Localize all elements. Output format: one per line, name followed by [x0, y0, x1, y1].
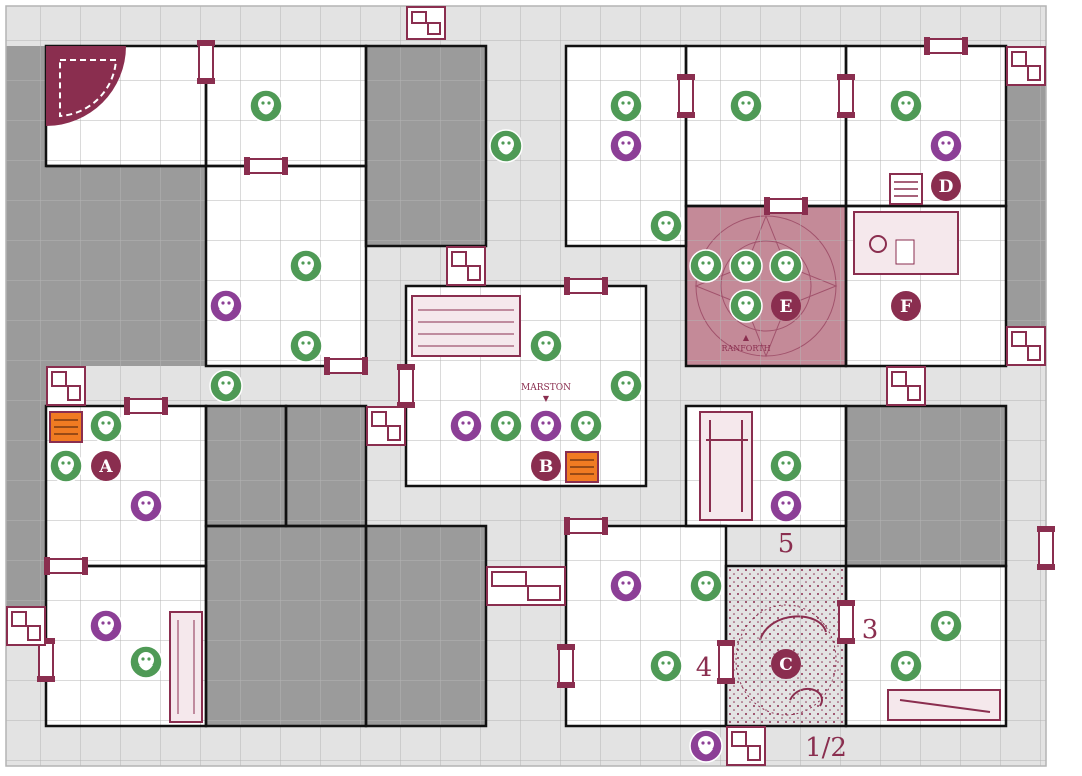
svg-text:C: C: [779, 655, 793, 675]
ogre-token-icon[interactable]: [609, 569, 643, 603]
goblin-token-icon[interactable]: [489, 129, 523, 163]
ogre-token-icon[interactable]: [689, 729, 723, 763]
goblin-token-icon[interactable]: [689, 569, 723, 603]
goblin-token-icon[interactable]: [649, 649, 683, 683]
svg-text:D: D: [939, 177, 954, 197]
ogre-token-icon[interactable]: [89, 609, 123, 643]
door-icon[interactable]: [837, 600, 855, 644]
ogre-token-icon[interactable]: [129, 489, 163, 523]
door-icon[interactable]: [44, 557, 88, 575]
svg-text:B: B: [539, 457, 553, 477]
table-room-b: [411, 295, 521, 357]
door-icon[interactable]: [677, 74, 695, 118]
door-icon[interactable]: [837, 74, 855, 118]
chest-icon[interactable]: [49, 411, 83, 443]
svg-text:E: E: [780, 297, 793, 317]
goblin-token-icon[interactable]: [289, 249, 323, 283]
ogre-token-icon[interactable]: [769, 489, 803, 523]
goblin-token-icon[interactable]: [689, 249, 723, 283]
area-number-3: 3: [862, 615, 879, 645]
goblin-token-icon[interactable]: [729, 89, 763, 123]
goblin-token-icon[interactable]: [929, 609, 963, 643]
ogre-token-icon[interactable]: [449, 409, 483, 443]
ogre-token-icon[interactable]: [209, 289, 243, 323]
chest-icon[interactable]: [565, 451, 599, 483]
rubble-block-icon: [446, 246, 486, 286]
marston-arrow: ▼: [543, 394, 550, 403]
stairs-tile: [46, 46, 126, 126]
svg-text:A: A: [98, 457, 113, 477]
goblin-token-icon[interactable]: [609, 89, 643, 123]
rubble-block-icon: [406, 6, 446, 40]
chest-icon[interactable]: [889, 173, 923, 205]
rubble-block-icon: [1006, 46, 1046, 86]
goblin-token-icon[interactable]: [769, 249, 803, 283]
room-label-a: A: [91, 451, 121, 481]
coffin-bottom-right: [887, 689, 1001, 721]
goblin-token-icon[interactable]: [729, 289, 763, 323]
door-icon[interactable]: [764, 197, 808, 215]
goblin-token-icon[interactable]: [129, 645, 163, 679]
goblin-token-icon[interactable]: [209, 369, 243, 403]
ogre-token-icon[interactable]: [529, 409, 563, 443]
door-icon[interactable]: [564, 277, 608, 295]
door-icon[interactable]: [924, 37, 968, 55]
area-number-2: 4: [696, 653, 713, 683]
door-icon[interactable]: [324, 357, 368, 375]
goblin-token-icon[interactable]: [49, 449, 83, 483]
goblin-token-icon[interactable]: [649, 209, 683, 243]
door-icon[interactable]: [397, 364, 415, 408]
door-icon[interactable]: [557, 644, 575, 688]
door-icon[interactable]: [124, 397, 168, 415]
rubble-block-icon: [6, 606, 46, 646]
ranforth-arrow: ▲: [743, 333, 750, 342]
goblin-token-icon[interactable]: [529, 329, 563, 363]
goblin-token-icon[interactable]: [489, 409, 523, 443]
rubble-block-icon: [486, 566, 566, 606]
rubble-block-icon: [1006, 326, 1046, 366]
door-icon[interactable]: [244, 157, 288, 175]
rubble-block-icon: [886, 366, 926, 406]
goblin-token-icon[interactable]: [889, 649, 923, 683]
door-icon[interactable]: [1037, 526, 1055, 570]
ogre-token-icon[interactable]: [609, 129, 643, 163]
ogre-token-icon[interactable]: [929, 129, 963, 163]
rubble-block-icon: [726, 726, 766, 766]
room-label-c: C: [771, 649, 801, 679]
rubble-block-icon: [366, 406, 406, 446]
goblin-token-icon[interactable]: [889, 89, 923, 123]
goblin-token-icon[interactable]: [769, 449, 803, 483]
svg-text:F: F: [900, 297, 912, 317]
room-label-e: E: [771, 291, 801, 321]
goblin-token-icon[interactable]: [609, 369, 643, 403]
goblin-token-icon[interactable]: [729, 249, 763, 283]
goblin-token-icon[interactable]: [249, 89, 283, 123]
desk-room-f: [853, 211, 959, 275]
area-number-4: 1/2: [805, 733, 847, 763]
rubble-block-icon: [46, 366, 86, 406]
area-number-1: 5: [778, 529, 795, 559]
door-icon[interactable]: [564, 517, 608, 535]
door-icon[interactable]: [197, 40, 215, 84]
door-icon[interactable]: [717, 640, 735, 684]
gallows: [699, 411, 753, 521]
goblin-token-icon[interactable]: [89, 409, 123, 443]
bench-room-bottom-left: [169, 611, 203, 723]
goblin-token-icon[interactable]: [569, 409, 603, 443]
name-ranforth: RANFORTH: [721, 344, 770, 353]
room-label-b: B: [531, 451, 561, 481]
name-marston: MARSTON: [521, 383, 571, 393]
room-label-f: F: [891, 291, 921, 321]
goblin-token-icon[interactable]: [289, 329, 323, 363]
room-label-d: D: [931, 171, 961, 201]
